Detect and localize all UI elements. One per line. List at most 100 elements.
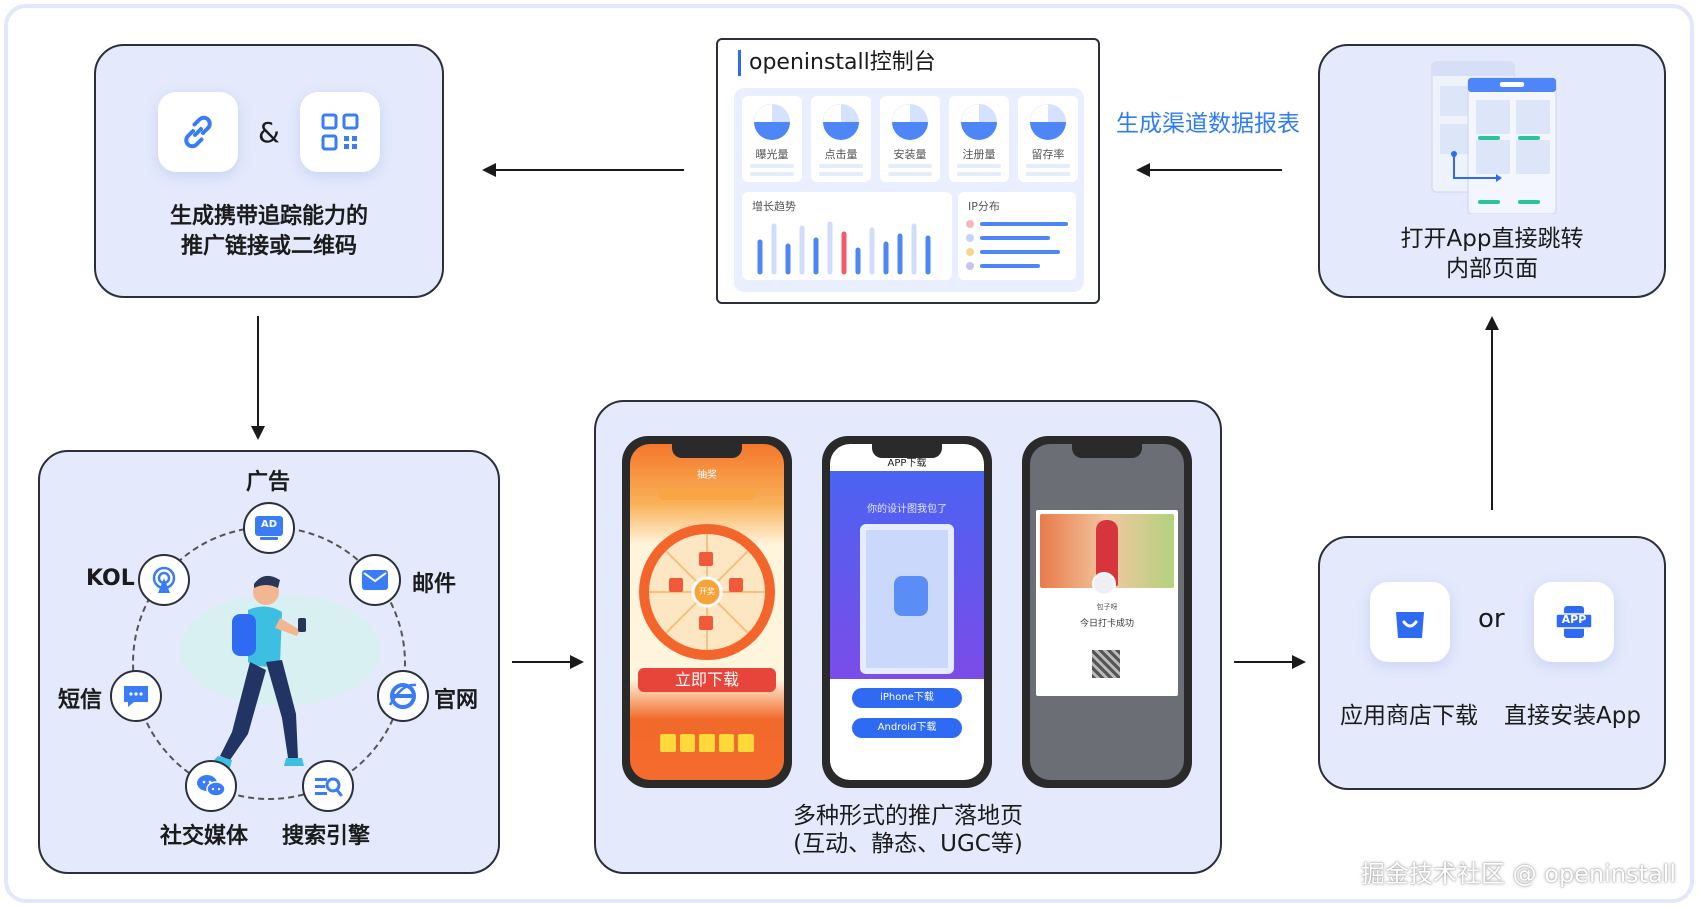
store-download-label: 应用商店下载 [1340,703,1478,729]
phone-ugc: 包子呀 今日打卡成功 [1022,436,1192,788]
ip-distribution-icon [966,220,1068,270]
phone-app-download: APP下载 你的设计图我包了 iPhone下载 Android下载 [822,436,992,788]
app-install-icon [1555,606,1593,638]
link-caption-line1: 生成携带追踪能力的 [169,204,368,229]
code-box [679,734,696,752]
metric-bar [1026,172,1070,176]
metric-bar [888,172,932,176]
app-store-tile [1370,582,1450,662]
metric-card: 留存率 [1018,96,1078,182]
wechat-icon [197,775,226,797]
ugc-name: 包子呀 [1096,603,1118,611]
metric-label: 曝光量 [755,148,789,161]
metric-label: 注册量 [962,148,996,161]
channel-sms-label: 短信 [58,688,103,713]
metric-bar [819,164,863,168]
trend-panel: 增长趋势 [742,192,952,280]
direct-install-label: 直接安装App [1504,703,1641,729]
android-download-button[interactable]: Android下载 [852,718,962,738]
app-pages-icon [1431,61,1557,214]
console-dashboard: 曝光量 点击量 安装量 注册量 留存率 增 [734,88,1084,292]
metric-bar [888,164,932,168]
metric-card: 曝光量 [742,96,802,182]
mock-device [860,524,954,674]
lottery-title: 抽奖 [697,470,717,481]
channel-kol-chip [138,554,190,606]
pie-chart-icon [823,104,859,140]
metric-bar [819,172,863,176]
phone-notch [872,444,942,458]
channel-sms-chip [110,670,162,722]
channel-ad-label: 广告 [246,470,291,495]
iphone-download-button[interactable]: iPhone下载 [852,688,962,708]
metric-card: 安装量 [880,96,940,182]
ugc-card: 包子呀 今日打卡成功 [1036,510,1178,696]
landing-caption-line1: 多种形式的推广落地页 [793,803,1023,829]
wheel-center-label: 开奖 [699,587,715,596]
qrcode-tile [300,92,380,172]
qrcode-icon [321,113,359,151]
trend-bars-icon [757,221,931,275]
app-download-title: APP下载 [887,458,927,469]
app-badge-text: APP [1561,613,1587,626]
link-caption-line2: 推广链接或二维码 [180,234,357,259]
phone-screen: APP下载 你的设计图我包了 iPhone下载 Android下载 [830,444,984,780]
app-store-bag-icon [1396,612,1424,638]
open-app-box: 打开App直接跳转 内部页面 [1318,44,1666,298]
mail-icon [362,570,388,590]
app-download-sub: 你的设计图我包了 [867,504,947,515]
phone-notch [672,444,742,458]
channel-social-label: 社交媒体 [160,824,249,849]
ugc-checkin: 今日打卡成功 [1079,619,1134,629]
tracking-link-box: & 生成携带追踪能力的 推广链接或二维码 [94,44,444,298]
direct-install-tile: APP [1534,582,1614,662]
lottery-download-button[interactable]: 立即下载 [638,668,776,692]
phone-screen: 抽奖 开奖 立即下载 [630,444,784,780]
metric-bar [750,172,794,176]
channel-ad-chip: AD [243,502,295,554]
code-box [718,734,735,752]
ad-icon [255,516,283,540]
code-box [738,734,754,752]
code-box [699,734,715,752]
prize-wheel-icon [639,524,775,660]
console-title: openinstall控制台 [738,50,936,76]
pie-chart-icon [961,104,997,140]
open-app-caption: 打开App直接跳转 内部页面 [1320,224,1664,284]
metric-card: 注册量 [949,96,1009,182]
download-box: or APP 应用商店下载 直接安装App [1318,536,1666,790]
phone-notch [1072,444,1142,458]
trend-title: 增长趋势 [752,200,796,213]
pie-chart-icon [1030,104,1066,140]
code-box [660,734,676,752]
openinstall-console: openinstall控制台 曝光量 点击量 安装量 注册量 [716,38,1100,304]
ip-panel: IP分布 [958,192,1076,280]
ugc-avatar [1092,572,1116,596]
sms-icon [124,686,148,707]
runner-photo [1096,520,1118,586]
metric-bar [750,164,794,168]
pie-chart-icon [754,104,790,140]
open-caption-line2: 内部页面 [1446,256,1538,282]
channel-web-chip [377,670,429,722]
landing-caption: 多种形式的推广落地页 (互动、静态、UGC等) [594,802,1222,858]
phone-lottery: 抽奖 开奖 立即下载 [622,436,792,788]
metric-label: 点击量 [824,148,858,161]
link-icon [184,115,212,149]
arrow-link-to-channels [251,316,265,440]
metric-bar [957,172,1001,176]
lottery-banner [658,488,756,500]
channel-mail-chip [349,554,401,606]
ugc-qrcode [1092,650,1120,678]
amp-label: & [258,116,280,149]
browser-ie-icon [388,683,417,709]
channel-social-chip [185,760,237,812]
channel-search-chip [302,760,354,812]
channel-web-label: 官网 [434,688,479,713]
landing-caption-line2: (互动、静态、UGC等) [793,831,1023,857]
code-boxes [660,734,754,752]
ip-title: IP分布 [968,200,1000,213]
channel-kol-label: KOL [86,566,135,591]
search-engine-icon [315,777,343,797]
link-tile [158,92,238,172]
